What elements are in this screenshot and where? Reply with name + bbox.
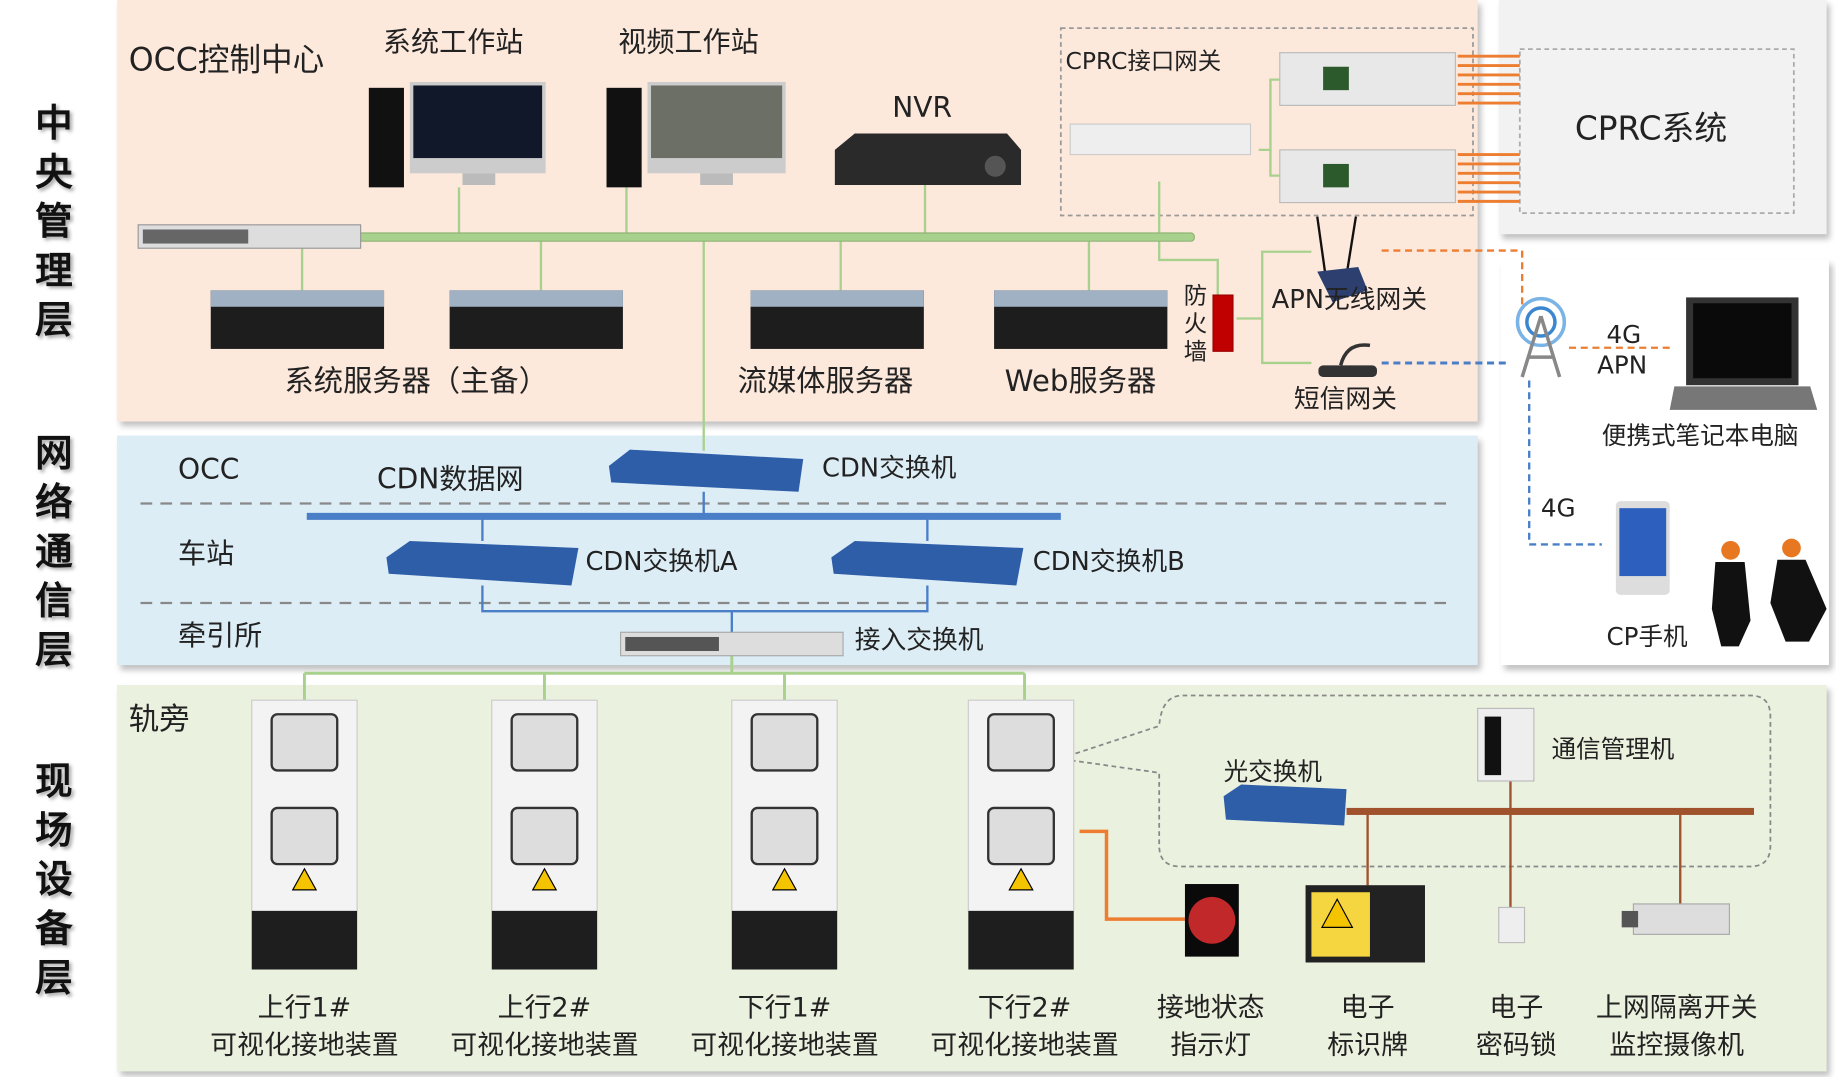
- grounding-cabinet-icon: [251, 699, 1075, 970]
- phone-icon: [1615, 501, 1670, 595]
- server-icon: [210, 290, 1168, 349]
- system-workstation-icon: [368, 81, 546, 188]
- system-workstation-label: 系统工作站: [382, 25, 524, 59]
- optical-switch-label: 光交换机: [1223, 757, 1322, 786]
- video-workstation-icon: [606, 81, 786, 188]
- cdn-switch-a-label: CDN交换机A: [585, 547, 738, 578]
- phone-label: CP手机: [1606, 622, 1688, 652]
- cdn-data-bus: [306, 512, 1061, 520]
- indicator-light-icon: [1184, 884, 1239, 957]
- surveillance-camera-icon: [1621, 903, 1731, 935]
- system-servers-label: 系统服务器（主备）: [284, 364, 548, 399]
- comm-manager-icon: [1477, 707, 1535, 782]
- occ-control-center-title: OCC控制中心: [128, 42, 325, 79]
- access-switch-label: 接入交换机: [854, 626, 984, 656]
- cdn-switch-a-icon: [386, 540, 579, 586]
- device-caption: 接地状态指示灯: [1156, 992, 1265, 1061]
- optical-switch-icon: [1223, 784, 1347, 826]
- station-zone-label: 车站: [177, 537, 235, 571]
- sms-gateway-icon: [1318, 343, 1377, 378]
- laptop-label: 便携式笔记本电脑: [1601, 421, 1799, 450]
- phone-link: [1528, 380, 1602, 546]
- apn-gateway-label: APN无线网关: [1271, 285, 1428, 315]
- device-caption: 下行2#可视化接地装置: [930, 992, 1119, 1061]
- comm-manager-label: 通信管理机: [1551, 735, 1675, 764]
- layer-label-central: 中央管理层: [35, 100, 73, 342]
- core-switch-icon: [137, 224, 362, 249]
- cprc-system-title: CPRC系统: [1574, 108, 1728, 148]
- cprc-system-panel: [1498, 0, 1827, 235]
- web-server-label: Web服务器: [1004, 364, 1157, 399]
- device-caption: 下行1#可视化接地装置: [690, 992, 879, 1061]
- device-caption: 电子标识牌: [1327, 992, 1409, 1061]
- firewall-label: 防火墙: [1183, 281, 1208, 366]
- cprc-gateway-icon: [1069, 52, 1457, 204]
- access-switch-icon: [619, 631, 844, 657]
- cdn-switch-icon: [608, 449, 804, 492]
- nvr-label: NVR: [892, 91, 952, 125]
- apn-router-icon: [1316, 216, 1368, 303]
- layer-label-network: 网络通信层: [35, 430, 73, 673]
- trackside-zone-label: 轨旁: [128, 702, 190, 738]
- cdn-switch-b-label: CDN交换机B: [1032, 547, 1185, 578]
- laptop-link-4g-label: 4G: [1606, 320, 1642, 349]
- cdn-switch-label: CDN交换机: [821, 454, 957, 484]
- workers-icon: [1711, 538, 1827, 647]
- cell-tower-icon: [1515, 296, 1567, 378]
- central-layer-panel: [117, 0, 1478, 422]
- cdn-switch-b-icon: [831, 540, 1024, 586]
- nvr-icon: [834, 133, 1022, 186]
- phone-link-4g-label: 4G: [1540, 494, 1576, 523]
- firewall-icon: [1212, 294, 1234, 352]
- video-workstation-label: 视频工作站: [618, 25, 759, 59]
- electronic-lock-icon: [1498, 906, 1526, 944]
- cdn-data-net-label: CDN数据网: [377, 462, 524, 496]
- cprc-gateway-group-box: [1059, 27, 1474, 217]
- apn-link: [1381, 249, 1524, 305]
- field-bus: [1346, 807, 1755, 815]
- field-detail-callout: [1059, 694, 1772, 868]
- cprc-gateway-label: CPRC接口网关: [1065, 46, 1222, 75]
- laptop-link-apn-label: APN: [1597, 351, 1648, 380]
- device-caption: 上网隔离开关监控摄像机: [1595, 992, 1758, 1061]
- substation-zone-label: 牵引所: [177, 619, 263, 653]
- device-caption: 上行2#可视化接地装置: [450, 992, 639, 1061]
- electronic-sign-icon: [1305, 885, 1425, 963]
- layer-label-field: 现场设备层: [35, 758, 73, 1000]
- occ-zone-label: OCC: [177, 453, 240, 486]
- device-caption: 上行1#可视化接地装置: [210, 992, 399, 1061]
- device-caption: 电子密码锁: [1475, 992, 1557, 1061]
- laptop-icon: [1669, 297, 1818, 410]
- cprc-system-inner-box: [1518, 48, 1795, 214]
- streaming-server-label: 流媒体服务器: [737, 364, 914, 399]
- indicator-link: [1079, 829, 1185, 921]
- sms-gateway-label: 短信网关: [1293, 385, 1397, 415]
